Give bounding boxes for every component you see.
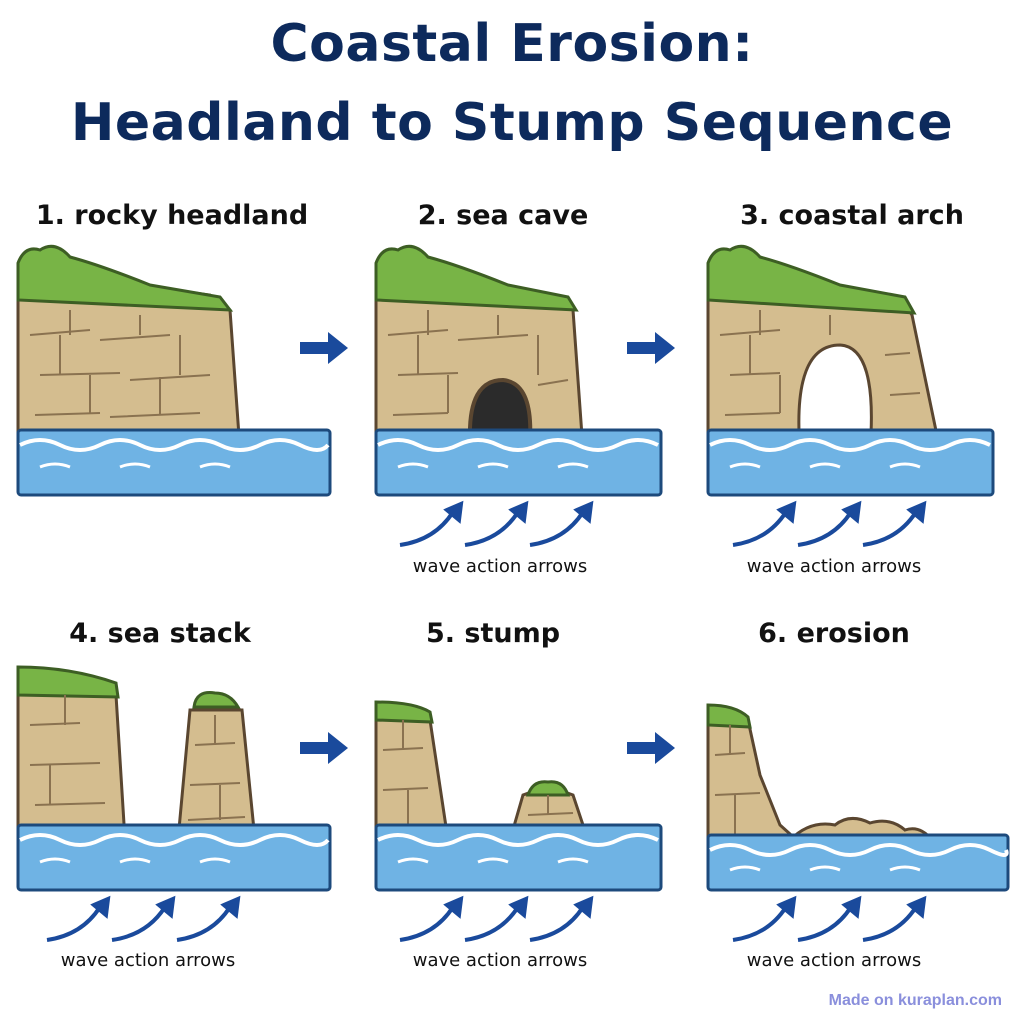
title-line-1: Coastal Erosion:	[270, 14, 754, 74]
panel-3-coastal-arch-illustration	[706, 244, 995, 497]
wave-label-panel-2: wave action arrows	[412, 556, 588, 577]
panel-2-title: 2. sea cave	[417, 200, 589, 231]
watermark: Made on kuraplan.com	[828, 992, 1002, 1009]
wave-label-panel-3: wave action arrows	[746, 556, 922, 577]
arrow-right-icon	[627, 332, 675, 364]
arrow-right-icon	[300, 332, 348, 364]
panel-5-stump-illustration	[374, 700, 663, 892]
arrow-right-icon	[300, 732, 348, 764]
panel-6-title: 6. erosion	[758, 618, 910, 649]
panel-1-title: 1. rocky headland	[35, 200, 309, 231]
wave-arrows-icon	[732, 500, 927, 547]
wave-label-panel-4: wave action arrows	[60, 950, 236, 971]
panel-6-erosion-illustration	[706, 703, 1010, 892]
arrow-right-icon	[627, 732, 675, 764]
wave-arrows-icon	[46, 895, 241, 942]
wave-label-panel-6: wave action arrows	[746, 950, 922, 971]
wave-arrows-icon	[732, 895, 927, 942]
panel-5-title: 5. stump	[425, 618, 561, 649]
wave-arrows-icon	[399, 500, 594, 547]
wave-arrows-icon	[399, 895, 594, 942]
panel-4-title: 4. sea stack	[69, 618, 251, 649]
panel-1-rocky-headland-illustration	[16, 244, 332, 497]
panel-3-title: 3. coastal arch	[740, 200, 964, 231]
panel-4-sea-stack-illustration	[16, 665, 332, 892]
title-line-2: Headland to Stump Sequence	[70, 93, 954, 153]
wave-label-panel-5: wave action arrows	[412, 950, 588, 971]
panel-2-sea-cave-illustration	[374, 244, 663, 497]
